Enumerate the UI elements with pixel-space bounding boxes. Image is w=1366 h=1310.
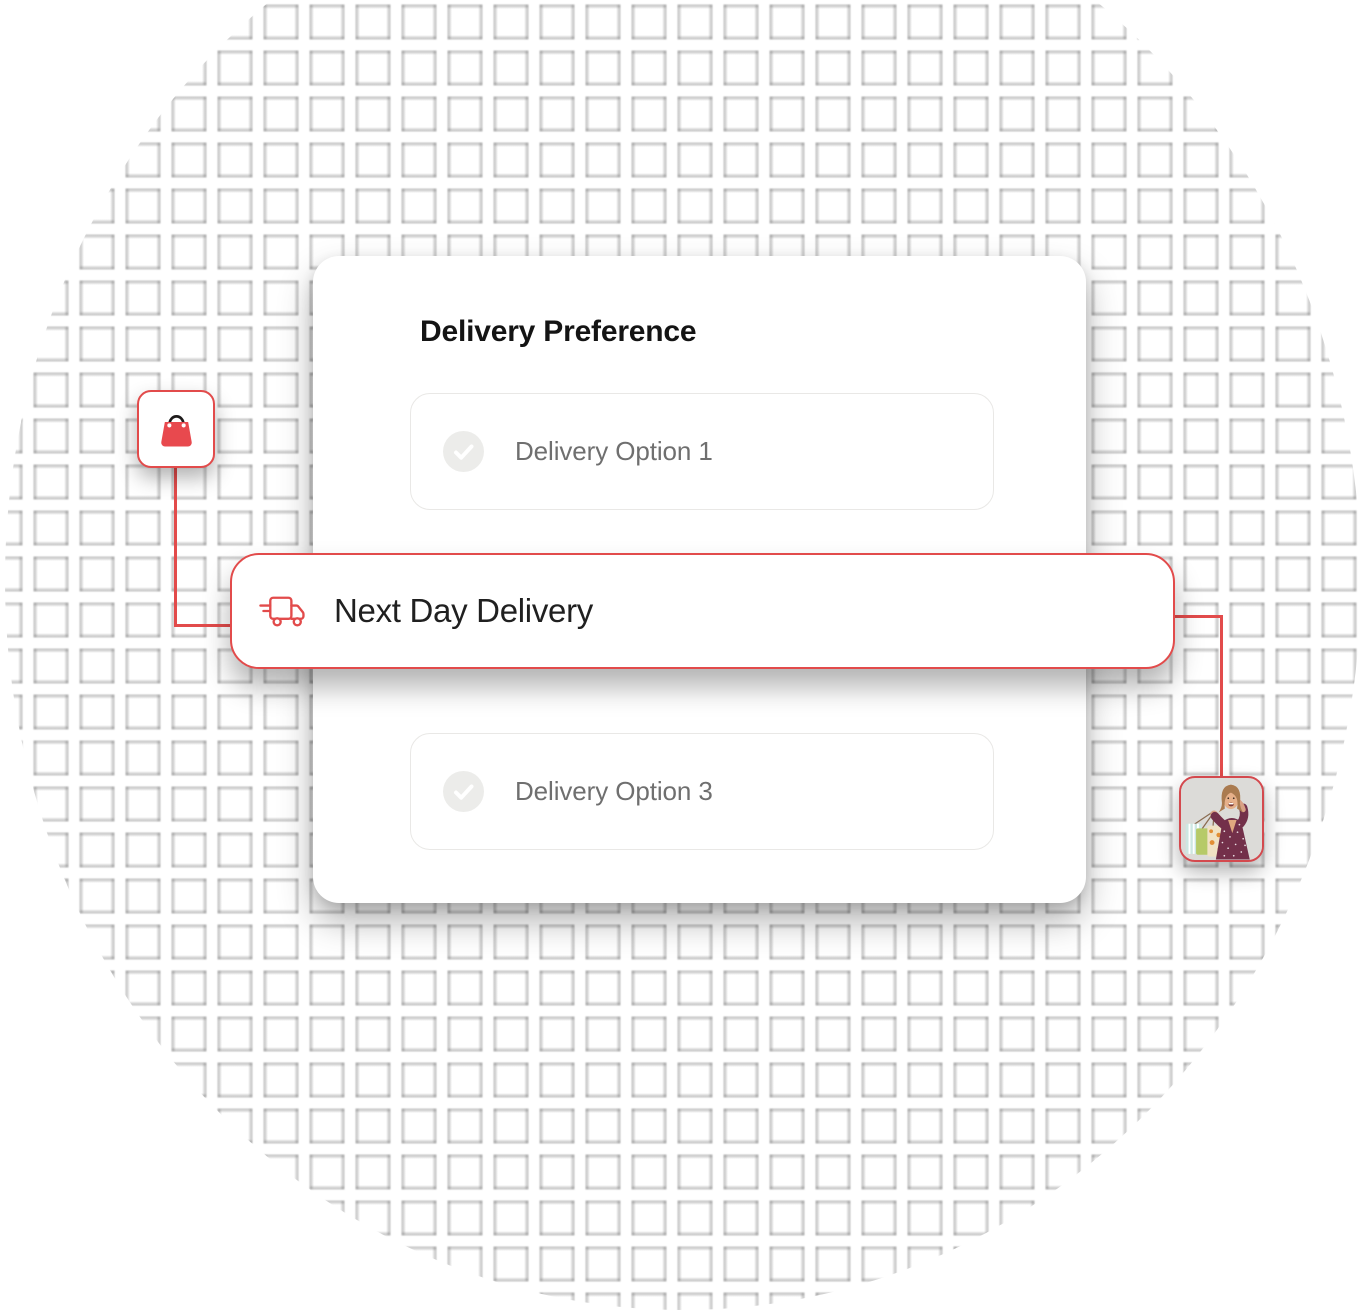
delivery-option-label: Delivery Option 1 (515, 436, 713, 466)
connector-line-bag-horizontal (174, 624, 234, 627)
shopper-photo-badge (1179, 776, 1264, 862)
shopping-bag-icon (160, 414, 192, 446)
delivery-option-row-1[interactable]: Delivery Option 1 (410, 393, 994, 510)
illustration-canvas: Delivery Preference Delivery Option 1 De… (5, 0, 1361, 1310)
delivery-option-row-3[interactable]: Delivery Option 3 (410, 733, 994, 850)
check-circle-icon (443, 431, 484, 472)
check-circle-icon (443, 771, 484, 812)
connector-line-bag-vertical (174, 458, 177, 627)
delivery-option-label: Delivery Option 3 (515, 776, 713, 806)
next-day-delivery-label: Next Day Delivery (334, 592, 593, 629)
card-title: Delivery Preference (420, 315, 697, 348)
delivery-truck-icon (259, 592, 312, 630)
woman-with-shopping-bags-image (1181, 778, 1262, 860)
connector-line-photo-horizontal (1172, 615, 1223, 618)
connector-line-photo-vertical (1220, 615, 1223, 780)
shopping-bag-badge (137, 390, 215, 468)
next-day-delivery-option[interactable]: Next Day Delivery (230, 553, 1175, 669)
